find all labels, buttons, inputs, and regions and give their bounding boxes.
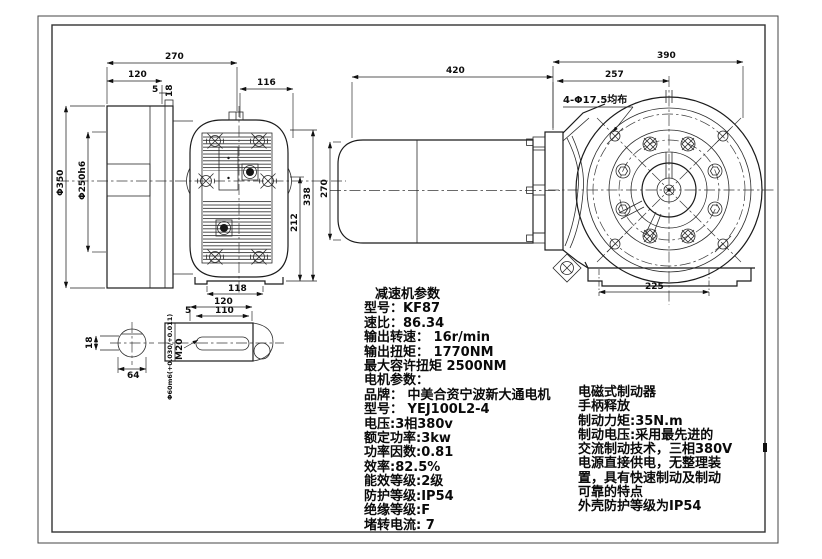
shaft-detail: 18 64 120 110 5 M20 Φ60m6(+0.030/+0.011) <box>85 297 284 400</box>
dim-shaft-step: 5 <box>185 306 191 316</box>
spec-line: 绝缘等级:F <box>364 503 431 519</box>
spec-line: 可靠的特点 <box>578 485 644 501</box>
spec-line: 堵转电流: 7 <box>364 517 435 533</box>
spec-line: 电磁式制动器 <box>578 385 657 400</box>
spec-line: 最大容许扭矩 2500NM <box>364 359 507 375</box>
spec-line: 制动电压:采用最先进的 <box>578 427 714 443</box>
dim-shaft-dia: Φ60m6(+0.030/+0.011) <box>166 314 174 400</box>
spec-line: 品牌： 中美合资宁波新大通电机 <box>364 387 551 403</box>
spec-line: 效率:82.5% <box>364 459 441 475</box>
dim-shaft-key-len: 110 <box>215 306 234 316</box>
dim-flange-base: 225 <box>645 282 664 292</box>
dim-left-fan: 120 <box>128 70 147 80</box>
dim-left-step-a: 5 <box>152 85 158 95</box>
spec-line: 交流制动技术，三相380V <box>578 442 733 458</box>
flange-view: 390 257 225 4-Φ17.5均布 <box>548 51 775 305</box>
brake-specs-block: 电磁式制动器 手柄释放 制动力矩:35N.m 制动电压:采用最先进的 交流制动技… <box>578 385 733 515</box>
motor-view: 420 270 <box>320 66 564 251</box>
spec-line: 型号：KF87 <box>364 301 441 317</box>
spec-line: 输出扭矩： 1770NM <box>364 344 494 360</box>
spec-line: 减速机参数 <box>375 287 441 302</box>
spec-line: 外壳防护等级为IP54 <box>578 499 702 515</box>
dim-left-fan-dia: Φ350 <box>56 170 66 196</box>
spec-line: 电源直接供电，无整理装 <box>578 456 722 472</box>
dim-shaft-thread: M20 <box>175 339 185 360</box>
flange-bolts-side <box>526 136 546 244</box>
keyway-marks <box>618 90 673 241</box>
spec-line: 功率因数:0.81 <box>364 445 454 461</box>
dim-left-step-b: 18 <box>165 84 175 97</box>
flange-holes-note: 4-Φ17.5均布 <box>563 93 627 106</box>
dim-motor-dia: 270 <box>320 179 330 198</box>
spec-line: 电压:3相380v <box>364 416 453 432</box>
reducer-specs-block: 减速机参数 型号：KF87 速比：86.34 输出转速： 16r/min 输出扭… <box>364 287 551 533</box>
spec-line: 电机参数： <box>364 373 430 389</box>
border-mark <box>763 443 767 452</box>
dim-shaft-len: 120 <box>214 297 233 307</box>
dim-flange-to-center: 257 <box>605 70 624 80</box>
dim-left-right: 116 <box>257 78 276 88</box>
dim-left-spigot-dia: Φ250h6 <box>78 161 88 200</box>
spec-line: 输出转速： 16r/min <box>364 330 491 346</box>
dim-flange-overall: 390 <box>657 51 676 61</box>
dim-left-h-total: 338 <box>303 187 313 206</box>
spec-line: 额定功率:3kw <box>364 431 451 447</box>
left-view <box>58 99 346 294</box>
spec-line: 手柄释放 <box>578 399 631 415</box>
spec-line: 置，具有快速制动及制动 <box>578 470 722 486</box>
spec-line: 速比：86.34 <box>364 315 445 331</box>
dim-shaft-key-w: 18 <box>85 336 95 349</box>
dim-motor-length: 420 <box>446 66 465 76</box>
spec-line: 制动力矩:35N.m <box>578 413 683 429</box>
left-view-dimensions: 270 120 5 18 116 Φ350 Φ250h6 118 338 212 <box>56 52 317 297</box>
dim-left-overall: 270 <box>165 52 184 62</box>
dim-left-h-mid: 212 <box>290 213 300 232</box>
spec-line: 型号： YEJ100L2-4 <box>364 402 490 418</box>
sheet-border <box>37 15 779 544</box>
dim-shaft-flat: 64 <box>127 371 140 381</box>
spec-line: 能效等级:2级 <box>364 474 444 490</box>
dim-left-base: 118 <box>228 284 247 294</box>
spec-line: 防护等级:IP54 <box>364 488 454 504</box>
